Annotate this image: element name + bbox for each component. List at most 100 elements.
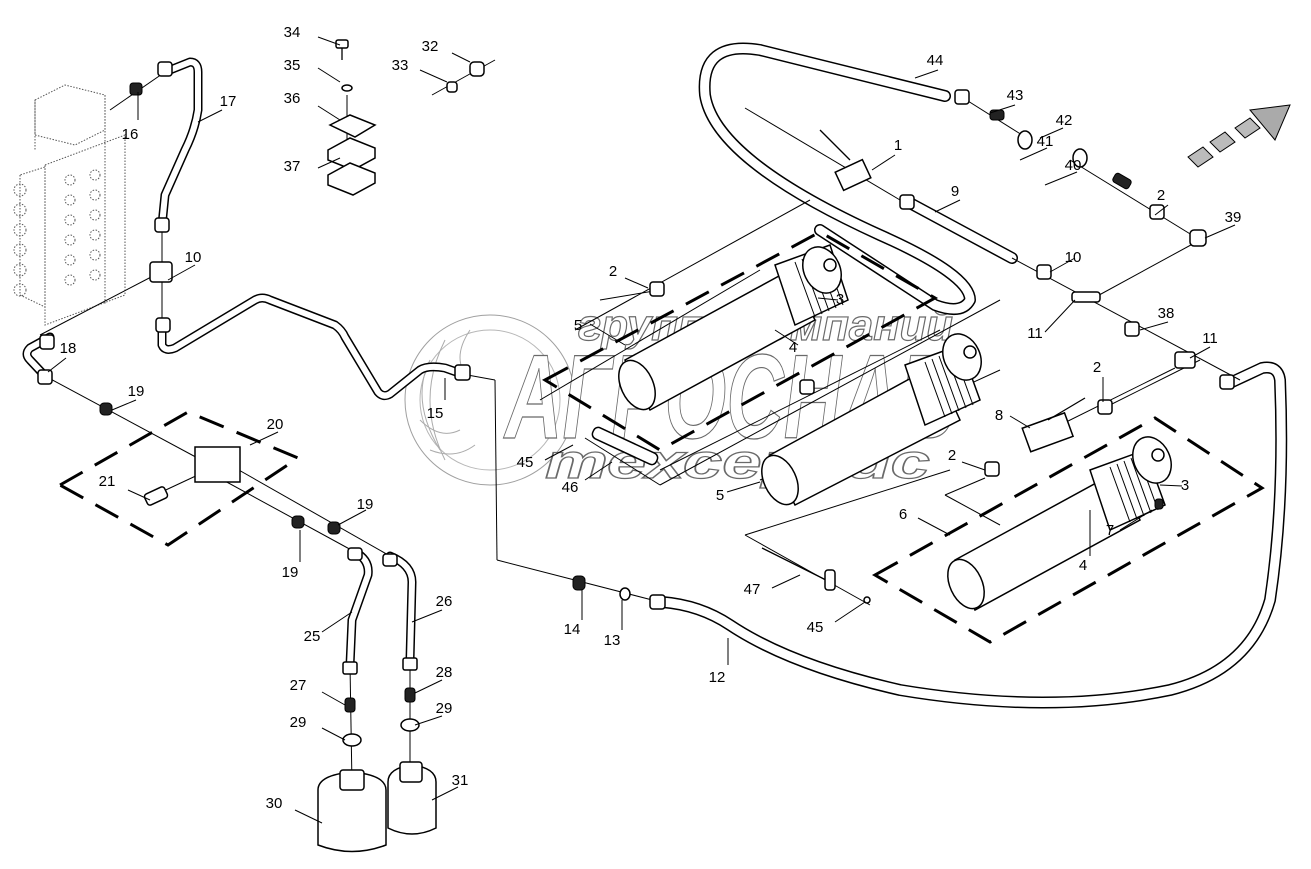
callout-leader-line	[411, 609, 443, 623]
callout-label: 39	[1225, 209, 1242, 226]
callout-label: 16	[122, 126, 139, 143]
callout-17: 17	[197, 93, 236, 123]
callout-label: 8	[995, 407, 1003, 424]
callout-5: 5	[574, 317, 626, 346]
callout-label: 12	[709, 669, 726, 686]
callout-20: 20	[249, 416, 283, 446]
hose-12	[656, 361, 1288, 709]
pipe-26	[385, 551, 417, 665]
callout-label: 37	[284, 158, 301, 175]
callout-40: 40	[1044, 157, 1081, 186]
callout-leader-line	[419, 69, 448, 83]
callout-4: 4	[774, 329, 799, 356]
callout-10: 10	[167, 249, 202, 281]
callout-29: 29	[414, 700, 453, 726]
control-valve-block	[13, 84, 126, 326]
callout-leader-line	[834, 601, 866, 623]
hydraulic-cylinder-lower	[947, 436, 1172, 612]
callout-leader-line	[317, 105, 341, 121]
callout-19: 19	[282, 530, 301, 581]
callout-label: 29	[290, 714, 307, 731]
callout-2: 2	[1154, 187, 1169, 216]
callout-18: 18	[47, 340, 77, 373]
callout-2: 2	[948, 447, 986, 471]
callout-leader-line	[317, 157, 341, 169]
callout-leader-line	[111, 399, 137, 411]
callout-leader-line	[774, 329, 799, 346]
callout-6: 6	[899, 506, 951, 536]
callout-label: 10	[185, 249, 202, 266]
callout-leader-line	[294, 809, 323, 824]
callout-27: 27	[290, 677, 346, 706]
callout-leader-line	[321, 727, 346, 741]
callout-label: 34	[284, 24, 301, 41]
callout-leader-line	[1154, 204, 1169, 216]
callout-19: 19	[337, 496, 374, 526]
callout-36: 36	[284, 90, 341, 121]
callout-leader-line	[1119, 509, 1153, 531]
callout-label: 29	[436, 700, 453, 717]
accumulator-30	[317, 769, 387, 853]
callout-leader-line	[167, 264, 196, 281]
callout-label: 44	[927, 52, 944, 69]
callout-label: 27	[290, 677, 307, 694]
callout-label: 43	[1007, 87, 1024, 104]
callout-label: 19	[357, 496, 374, 513]
callout-13: 13	[604, 600, 623, 649]
callout-leader-line	[624, 277, 649, 289]
callout-leader-line	[431, 786, 459, 801]
callout-label: 2	[609, 263, 617, 280]
callout-label: 21	[99, 473, 116, 490]
callout-35: 35	[284, 57, 341, 83]
callout-leader-line	[321, 691, 346, 706]
callout-label: 33	[392, 57, 409, 74]
callout-42: 42	[1039, 112, 1072, 139]
callout-14: 14	[564, 590, 583, 638]
pipe-25	[345, 547, 373, 670]
callout-leader-line	[1019, 147, 1048, 161]
callout-19: 19	[111, 383, 144, 411]
callout-leader-line	[197, 109, 223, 123]
accumulator-31	[387, 761, 437, 835]
callout-label: 18	[60, 340, 77, 357]
callout-2: 2	[1093, 359, 1104, 402]
callout-3: 3	[1159, 477, 1189, 494]
callout-label: 3	[836, 291, 844, 308]
callout-label: 5	[716, 487, 724, 504]
hose-9	[902, 196, 1018, 264]
callout-leader-line	[917, 517, 951, 536]
hose-44-loop	[698, 42, 976, 315]
callout-label: 4	[789, 339, 797, 356]
callout-29: 29	[290, 714, 346, 741]
callout-2: 2	[609, 263, 649, 289]
callout-25: 25	[304, 611, 353, 645]
callout-leader-line	[317, 36, 341, 46]
pipe-18	[22, 332, 55, 381]
callout-leader-line	[584, 461, 613, 481]
callout-leader-line	[914, 69, 939, 79]
callout-12: 12	[709, 638, 729, 686]
dashed-box-cylinder-bottom	[871, 416, 1265, 644]
callout-label: 28	[436, 664, 453, 681]
pipe-main-left	[157, 293, 467, 401]
callout-21: 21	[99, 473, 151, 501]
callout-label: 47	[744, 581, 761, 598]
dashed-box-valve-20	[56, 410, 302, 547]
callout-label: 30	[266, 795, 283, 812]
callout-label: 2	[1093, 359, 1101, 376]
callout-30: 30	[266, 795, 323, 824]
callout-leader-line	[1049, 257, 1076, 273]
callout-leader-line	[47, 357, 67, 373]
callout-label: 32	[422, 38, 439, 55]
callout-leader-line	[127, 489, 151, 501]
callout-leader-line	[544, 444, 574, 461]
callout-leader-line	[414, 715, 443, 726]
callout-label: 3	[1181, 477, 1189, 494]
callout-leader-line	[337, 509, 367, 526]
callout-label: 11	[1027, 325, 1043, 342]
pipe-17	[157, 57, 203, 230]
callout-45: 45	[807, 601, 866, 636]
callout-37: 37	[284, 157, 341, 175]
